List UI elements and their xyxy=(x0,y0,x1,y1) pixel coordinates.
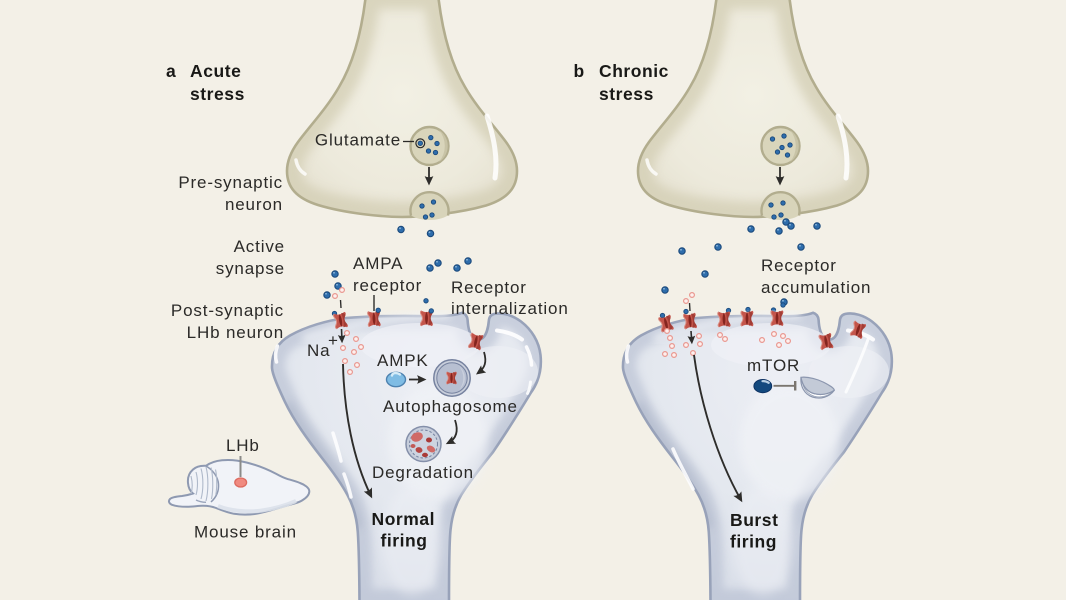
svg-text:b: b xyxy=(574,61,585,81)
svg-text:Receptor: Receptor xyxy=(451,278,527,297)
svg-text:Degradation: Degradation xyxy=(372,463,474,482)
svg-text:Chronic: Chronic xyxy=(599,61,669,81)
svg-text:Normal: Normal xyxy=(372,509,436,529)
svg-text:LHb: LHb xyxy=(226,436,260,455)
svg-text:neuron: neuron xyxy=(225,195,283,214)
svg-text:+: + xyxy=(328,331,339,350)
svg-text:Mouse brain: Mouse brain xyxy=(194,523,297,542)
svg-text:receptor: receptor xyxy=(353,276,422,295)
svg-text:a: a xyxy=(166,61,176,81)
svg-text:firing: firing xyxy=(730,532,777,552)
svg-text:accumulation: accumulation xyxy=(761,278,871,297)
svg-text:Post-synaptic: Post-synaptic xyxy=(171,301,284,320)
svg-text:AMPA: AMPA xyxy=(353,254,403,273)
svg-text:firing: firing xyxy=(381,531,428,551)
svg-text:Na: Na xyxy=(307,341,330,360)
svg-text:AMPK: AMPK xyxy=(377,351,429,370)
svg-text:internalization: internalization xyxy=(451,299,569,318)
svg-text:Burst: Burst xyxy=(730,510,778,530)
svg-text:mTOR: mTOR xyxy=(747,356,800,375)
svg-text:synapse: synapse xyxy=(216,259,285,278)
svg-text:Acute: Acute xyxy=(190,61,241,81)
svg-text:Glutamate: Glutamate xyxy=(315,131,401,150)
svg-text:stress: stress xyxy=(599,84,654,104)
svg-text:Receptor: Receptor xyxy=(761,256,837,275)
svg-text:Active: Active xyxy=(234,237,285,256)
svg-text:Pre-synaptic: Pre-synaptic xyxy=(178,173,283,192)
svg-text:stress: stress xyxy=(190,84,245,104)
svg-text:LHb neuron: LHb neuron xyxy=(187,323,284,342)
svg-text:Autophagosome: Autophagosome xyxy=(383,397,518,416)
